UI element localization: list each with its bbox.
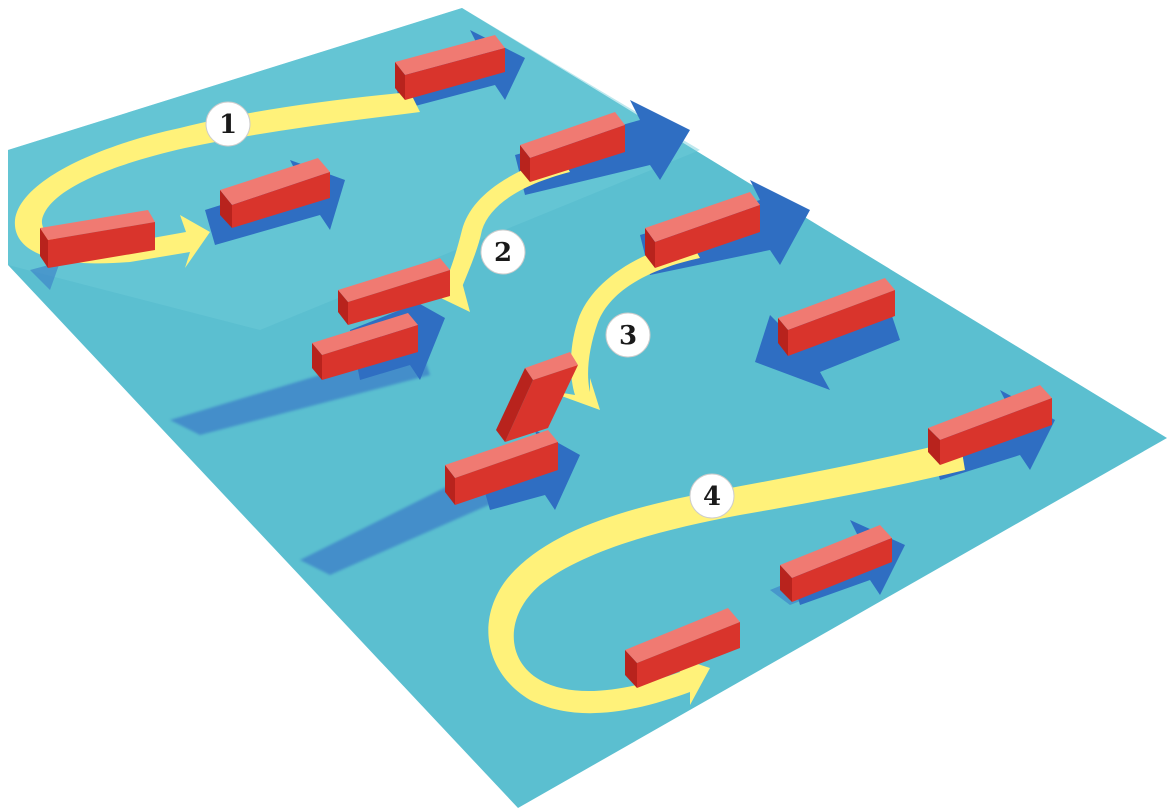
maneuver-badge-4: 4 — [690, 474, 734, 518]
svg-text:1: 1 — [219, 110, 237, 140]
maneuver-badge-1: 1 — [206, 102, 250, 146]
maneuver-badge-2: 2 — [481, 230, 525, 274]
svg-text:3: 3 — [619, 321, 637, 351]
maneuver-badge-3: 3 — [606, 313, 650, 357]
svg-text:4: 4 — [703, 482, 721, 512]
svg-text:2: 2 — [494, 238, 512, 268]
